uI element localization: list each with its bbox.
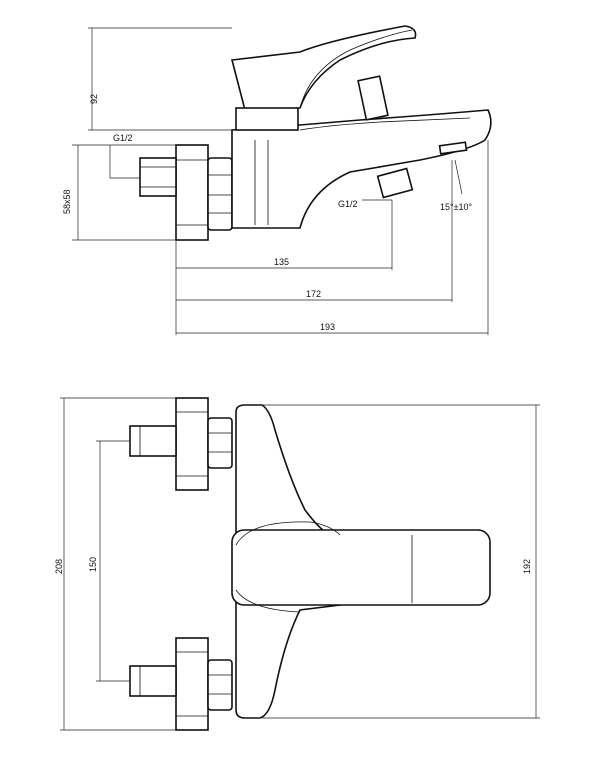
- dim-150: 150: [88, 557, 98, 572]
- cartridge-cap: [235, 107, 299, 131]
- angle-label: 15°±10°: [440, 202, 473, 212]
- thread-label-outlet: G1/2: [338, 199, 358, 209]
- dim-193: 193: [320, 322, 335, 332]
- diverter-knob: [357, 75, 389, 121]
- valve-body: [231, 109, 492, 229]
- hex-nut: [207, 157, 233, 231]
- front-lever: [231, 529, 491, 606]
- wall-flange: [175, 144, 209, 241]
- top-flange: [175, 397, 209, 491]
- inlet-pipe: [139, 157, 177, 197]
- aerator: [438, 141, 468, 155]
- dim-208: 208: [54, 559, 64, 574]
- dim-92: 92: [89, 94, 99, 104]
- top-inlet: [129, 425, 177, 457]
- front-view: 208 150 192: [54, 397, 540, 731]
- spout-outlet: [376, 167, 414, 199]
- thread-label-inlet: G1/2: [113, 133, 133, 143]
- bottom-nut: [207, 659, 233, 711]
- dim-192: 192: [522, 559, 532, 574]
- bottom-inlet: [129, 665, 177, 697]
- top-nut: [207, 417, 233, 469]
- dim-58x58: 58x58: [62, 189, 72, 214]
- side-view: 92 G1/2 58x58 G1/2 15°±10° 135 172 193: [62, 25, 492, 335]
- dim-135: 135: [274, 257, 289, 267]
- dim-172: 172: [306, 289, 321, 299]
